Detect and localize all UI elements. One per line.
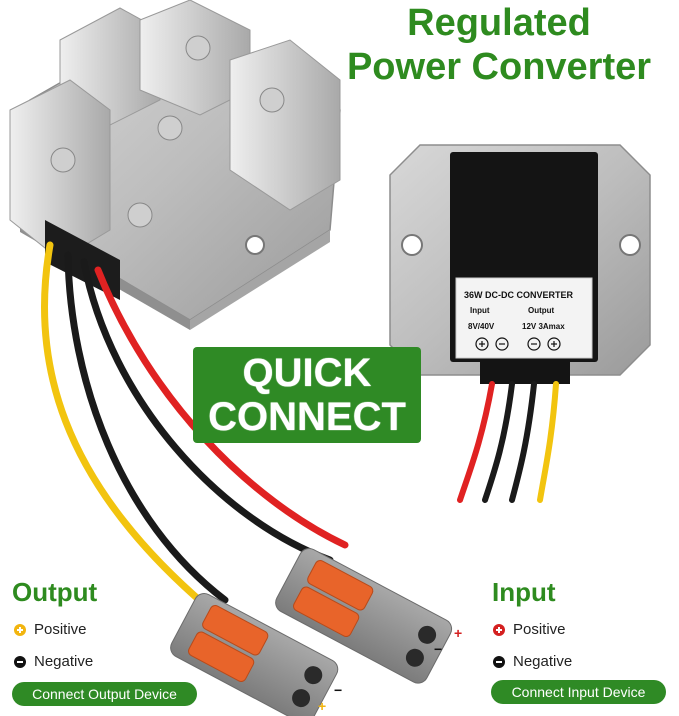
plus-icon <box>547 337 561 351</box>
label-input-value: 8V/40V <box>468 322 495 331</box>
input-minus-sign: − <box>434 641 443 657</box>
output-negative-row: Negative <box>14 653 93 670</box>
plus-icon <box>493 623 505 636</box>
lever-connector-output <box>170 593 339 716</box>
output-positive-row: Positive <box>14 621 87 638</box>
input-negative-row: Negative <box>493 653 572 670</box>
input-negative-label: Negative <box>513 653 573 670</box>
quick-connect-line-2: CONNECT <box>208 395 406 439</box>
input-positive-row: Positive <box>493 621 566 638</box>
quick-connect-line-1: QUICK <box>242 351 372 395</box>
output-plus-sign: + <box>318 698 327 714</box>
label-output: Output <box>528 306 555 315</box>
minus-icon <box>14 655 26 668</box>
title-line-1: Regulated <box>407 2 591 44</box>
heatsink-module <box>9 0 341 330</box>
label-input: Input <box>470 306 490 315</box>
minus-icon <box>527 337 541 351</box>
plus-icon <box>14 623 26 636</box>
connect-input-device-button[interactable]: Connect Input Device <box>491 680 666 704</box>
quick-connect-badge: QUICK CONNECT <box>193 347 421 443</box>
input-plus-sign: + <box>454 625 463 641</box>
label-output-value: 12V 3Amax <box>522 322 565 331</box>
label-heading: 36W DC-DC CONVERTER <box>464 290 574 300</box>
connect-output-device-button[interactable]: Connect Output Device <box>12 682 197 706</box>
plus-icon <box>475 337 489 351</box>
minus-icon <box>495 337 509 351</box>
lever-connector-input <box>275 548 453 684</box>
title-line-2: Power Converter <box>346 46 652 88</box>
output-negative-label: Negative <box>34 653 94 670</box>
polarity-symbols <box>475 337 561 351</box>
output-minus-sign: − <box>334 682 343 698</box>
minus-icon <box>493 655 505 668</box>
converter-label: 36W DC-DC CONVERTER Input Output 8V/40V … <box>456 278 592 358</box>
output-positive-label: Positive <box>34 621 87 638</box>
input-title: Input <box>492 577 556 607</box>
output-title: Output <box>12 577 98 607</box>
input-positive-label: Positive <box>513 621 566 638</box>
wire-bundle-right <box>457 381 559 503</box>
converter-module <box>389 144 651 384</box>
